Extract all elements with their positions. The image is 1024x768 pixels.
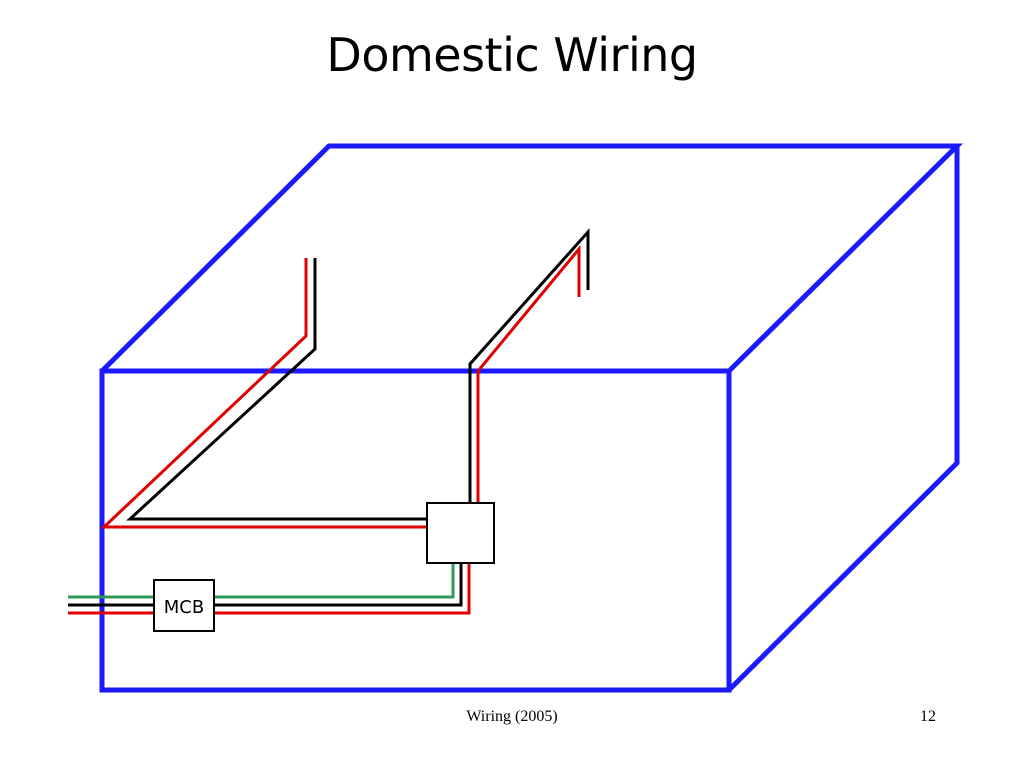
room-top-face xyxy=(100,143,964,373)
page-number: 12 xyxy=(920,708,936,725)
neutral-wire-left-riser xyxy=(126,258,428,521)
mcb-box xyxy=(153,579,215,632)
junction-box xyxy=(426,502,495,564)
room-box xyxy=(99,143,964,693)
room-front-face xyxy=(99,368,732,693)
slide-title: Domestic Wiring xyxy=(326,28,698,82)
footer-text: Wiring (2005) xyxy=(466,708,558,725)
live-wire-left-riser xyxy=(100,258,428,529)
earth-wire-supply xyxy=(68,563,455,599)
room-side-face xyxy=(727,146,960,692)
neutral-wire-right-riser xyxy=(468,228,590,502)
neutral-wire-supply xyxy=(68,563,463,607)
live-wire-right-riser xyxy=(476,244,581,502)
mcb-label: MCB xyxy=(164,597,204,618)
